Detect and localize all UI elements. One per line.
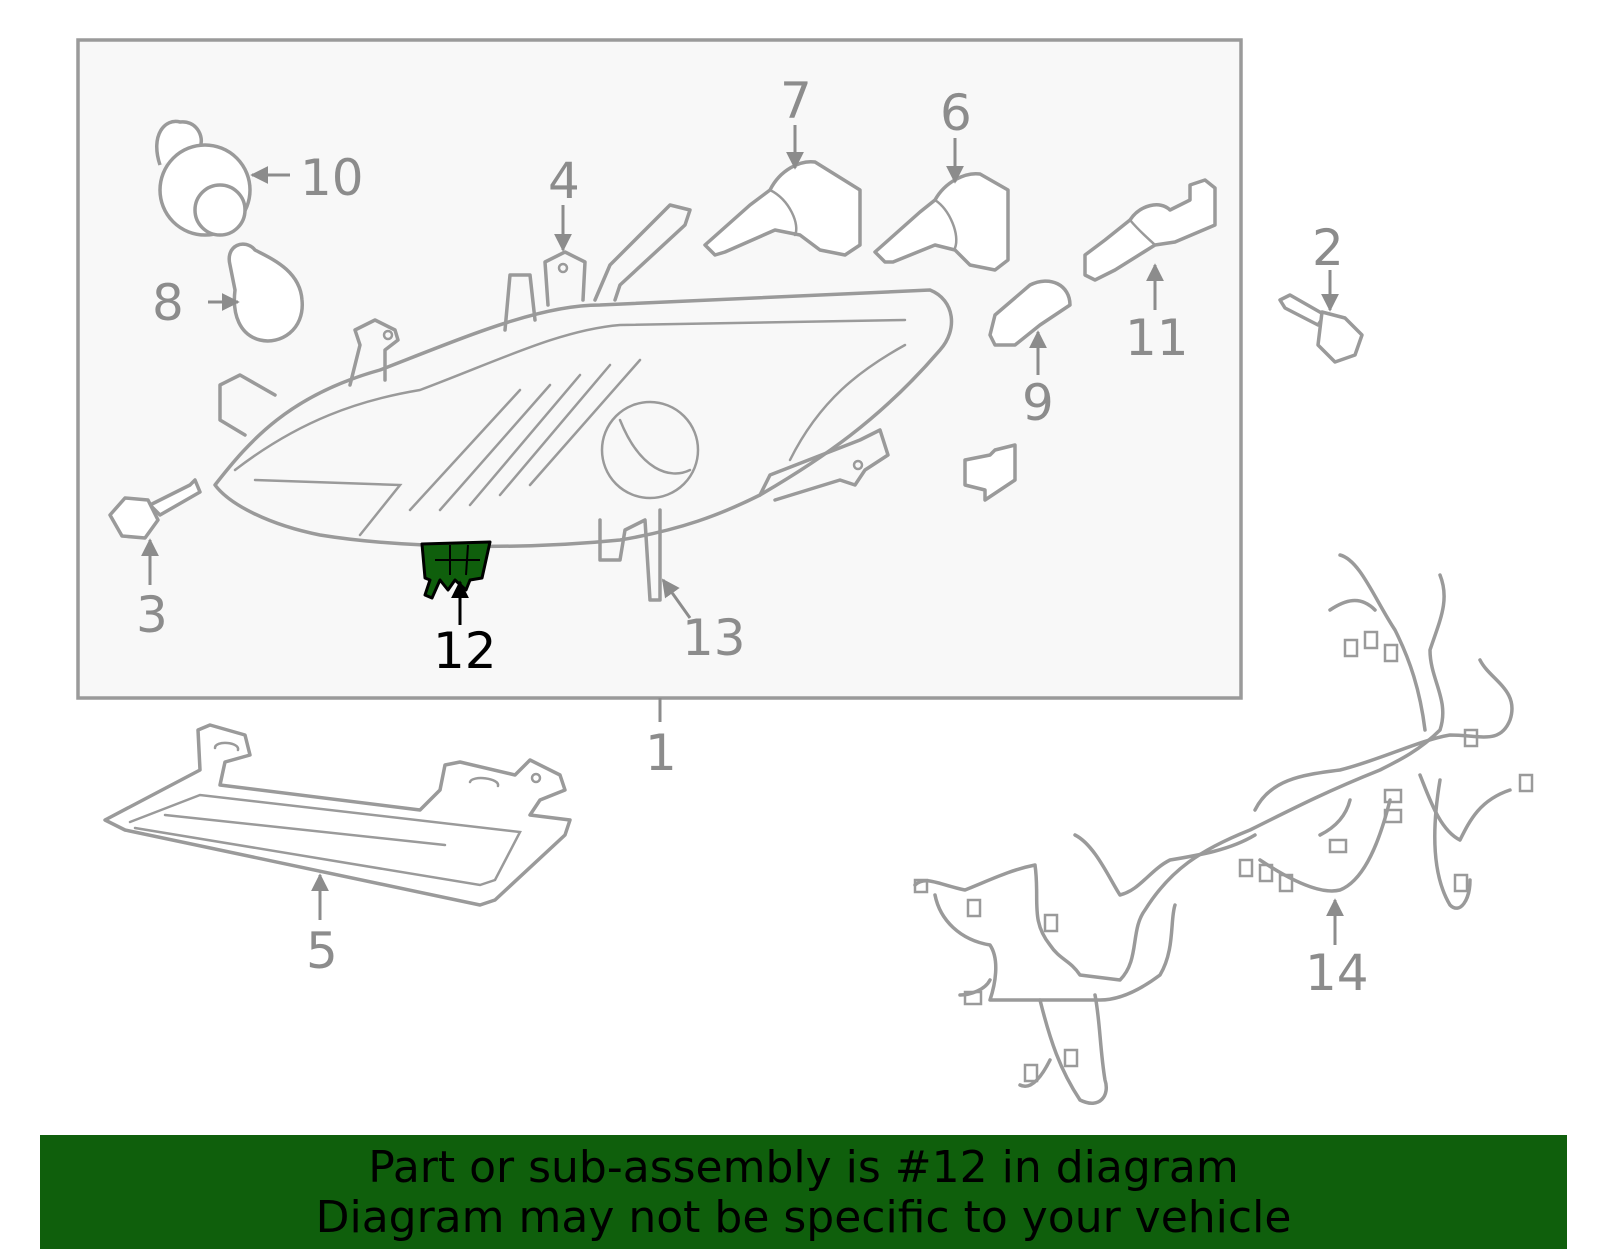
callout-8: 8 <box>152 274 184 332</box>
callout-11: 11 <box>1125 309 1189 367</box>
callout-13: 13 <box>682 609 746 667</box>
part-5-lamp <box>103 723 572 907</box>
part-3-bolt <box>108 478 202 540</box>
callout-10: 10 <box>300 149 364 207</box>
headlamp-housing <box>213 203 954 602</box>
callout-1: 1 <box>645 724 677 782</box>
banner-line-1: Part or sub-assembly is #12 in diagram <box>368 1142 1239 1193</box>
part-6-bulb <box>873 172 1010 272</box>
callout-5: 5 <box>306 922 338 980</box>
part-11-bulb <box>1083 178 1217 282</box>
callout-14: 14 <box>1305 944 1369 1002</box>
callout-6: 6 <box>940 84 972 142</box>
small-clip <box>963 443 1017 502</box>
part-9-bulb <box>988 279 1072 347</box>
callout-7: 7 <box>780 72 812 130</box>
leader-lines <box>141 125 1344 945</box>
part-8-bulb <box>227 242 304 343</box>
part-7-bulb <box>703 160 862 257</box>
callout-12: 12 <box>433 622 497 680</box>
part-2-bolt <box>1278 293 1364 364</box>
info-banner: Part or sub-assembly is #12 in diagram D… <box>40 1135 1567 1249</box>
callout-9: 9 <box>1022 374 1054 432</box>
part-10-socket <box>155 119 252 237</box>
callout-3: 3 <box>136 586 168 644</box>
callout-4: 4 <box>548 152 580 210</box>
callout-2: 2 <box>1312 219 1344 277</box>
banner-line-2: Diagram may not be specific to your vehi… <box>315 1192 1292 1243</box>
part-14-wiring-harness <box>913 553 1534 1105</box>
part-12-bracket <box>420 540 492 600</box>
